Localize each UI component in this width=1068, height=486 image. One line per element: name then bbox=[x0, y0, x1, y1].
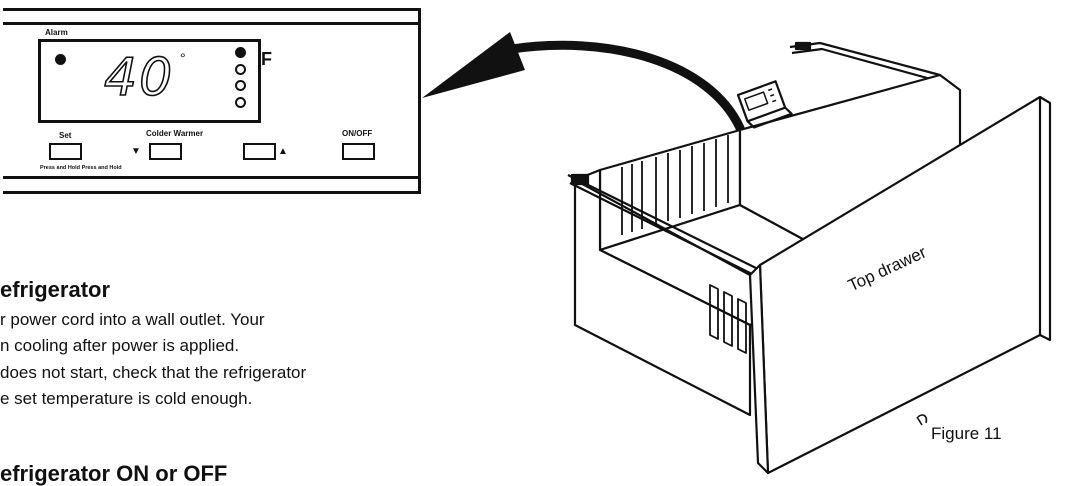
warmer-button[interactable] bbox=[243, 143, 276, 160]
press-and-hold-label: Press and Hold Press and Hold bbox=[40, 165, 122, 171]
temperature-readout: 40 bbox=[103, 48, 175, 108]
onoff-button[interactable] bbox=[342, 143, 375, 160]
alarm-indicator-dot bbox=[55, 54, 66, 65]
colder-warmer-label: Colder Warmer bbox=[146, 129, 204, 138]
figure-caption: Figure 11 bbox=[931, 424, 1002, 443]
alarm-label: Alarm bbox=[45, 28, 68, 37]
unit-label: F bbox=[261, 49, 272, 69]
instruction-line-4: e set temperature is cold enough. bbox=[0, 389, 253, 408]
section-heading-refrigerator: efrigerator bbox=[0, 277, 111, 302]
section-heading-on-off: efrigerator ON or OFF bbox=[0, 461, 228, 486]
indicator-dot-2 bbox=[235, 80, 246, 91]
indicator-dot-1 bbox=[235, 64, 246, 75]
panel-bottom-rail bbox=[3, 176, 421, 179]
panel-top-rail bbox=[3, 22, 421, 25]
onoff-label: ON/OFF bbox=[342, 129, 373, 138]
indicator-dot-3 bbox=[235, 97, 246, 108]
instruction-line-2: n cooling after power is applied. bbox=[0, 336, 240, 355]
colder-button[interactable] bbox=[149, 143, 182, 160]
up-arrow-icon: ▲ bbox=[278, 146, 288, 157]
curved-arrow-icon bbox=[422, 32, 745, 133]
down-arrow-icon: ▼ bbox=[131, 146, 141, 157]
drawer-illustration bbox=[567, 41, 1052, 475]
instruction-line-3: does not start, check that the refrigera… bbox=[0, 363, 307, 382]
temperature-display bbox=[38, 39, 261, 123]
set-button[interactable] bbox=[49, 143, 82, 160]
indicator-dot-filled bbox=[235, 47, 246, 58]
degree-symbol: ° bbox=[180, 50, 186, 66]
set-label: Set bbox=[59, 131, 72, 140]
instruction-line-1: r power cord into a wall outlet. Your bbox=[0, 310, 265, 329]
